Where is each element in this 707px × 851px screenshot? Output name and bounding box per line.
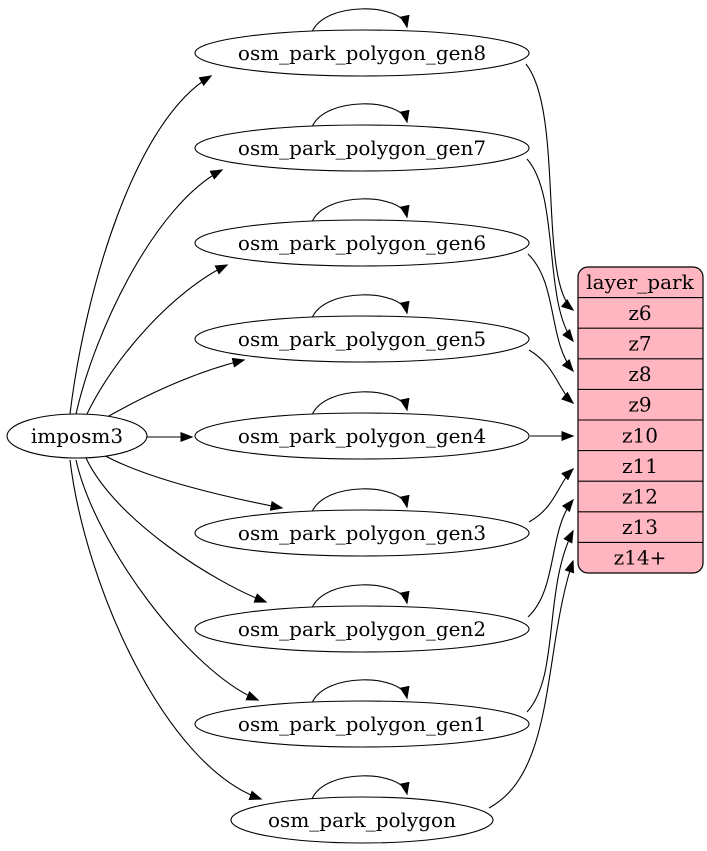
gen6-ellipse	[194, 219, 530, 267]
node-imposm3: imposm3	[6, 413, 148, 459]
polygon-label: osm_park_polygon	[268, 808, 456, 832]
gen5-label: osm_park_polygon_gen5	[238, 327, 486, 351]
self-loop-gen3	[311, 488, 410, 513]
edge-imposm3-to-gen2	[85, 457, 268, 603]
edges-to-layer	[488, 63, 575, 809]
gen4-ellipse	[194, 412, 530, 460]
edge-gen2-to-z12	[527, 498, 574, 618]
edge-imposm3-to-gen3	[99, 452, 284, 511]
imposm3-label: imposm3	[31, 424, 123, 448]
edge-imposm3-to-gen8	[69, 75, 213, 415]
gen2-ellipse	[194, 605, 530, 653]
self-loop-gen8	[311, 8, 410, 33]
self-loop-gen5	[311, 294, 410, 319]
gen1-label: osm_park_polygon_gen1	[238, 712, 486, 736]
self-loop-edges	[311, 8, 410, 800]
node-osm-park-polygon-gen3: osm_park_polygon_gen3	[194, 509, 530, 557]
edge-gen6-to-z8	[527, 253, 574, 373]
layer-row-z12: z12	[622, 485, 658, 509]
gen8-label: osm_park_polygon_gen8	[238, 41, 486, 65]
edge-gen1-to-z13	[526, 529, 574, 713]
gen4-label: osm_park_polygon_gen4	[238, 424, 486, 448]
node-osm-park-polygon-gen4: osm_park_polygon_gen4	[194, 412, 530, 460]
layer-row-z13: z13	[622, 515, 658, 539]
layer-row-z8: z8	[628, 362, 651, 386]
edge-gen8-to-z6	[525, 63, 575, 311]
self-loop-gen4	[311, 391, 410, 416]
self-loop-gen2	[311, 584, 410, 609]
gen3-label: osm_park_polygon_gen3	[238, 521, 486, 545]
self-loop-gen7	[311, 103, 410, 128]
node-osm-park-polygon-gen7: osm_park_polygon_gen7	[194, 124, 530, 172]
gen6-label: osm_park_polygon_gen6	[238, 231, 486, 255]
polygon-ellipse	[230, 796, 494, 844]
layer-row-z10: z10	[622, 423, 658, 447]
edge-imposm3-to-gen5	[99, 357, 246, 422]
layer-row-z6: z6	[628, 301, 651, 325]
node-osm-park-polygon: osm_park_polygon	[230, 796, 494, 844]
self-loop-gen1	[311, 679, 410, 704]
imposm3-ellipse	[6, 413, 148, 459]
node-osm-park-polygon-gen6: osm_park_polygon_gen6	[194, 219, 530, 267]
gen1-ellipse	[194, 700, 530, 748]
layer-park-table: layer_park z6 z7 z8 z9 z10 z11 z12 z13 z…	[577, 266, 704, 574]
node-osm-park-polygon-gen8: osm_park_polygon_gen8	[194, 29, 530, 77]
edge-imposm3-to-polygon	[69, 459, 263, 800]
gen3-ellipse	[194, 509, 530, 557]
gen7-label: osm_park_polygon_gen7	[238, 136, 486, 160]
node-osm-park-polygon-gen5: osm_park_polygon_gen5	[194, 315, 530, 363]
layer-row-z7: z7	[628, 332, 651, 356]
node-osm-park-polygon-gen1: osm_park_polygon_gen1	[194, 700, 530, 748]
edge-gen3-to-z11	[528, 467, 575, 523]
layer-park-title: layer_park	[586, 270, 694, 294]
edges-from-source	[69, 75, 284, 800]
self-loop-gen6	[311, 198, 410, 223]
edge-imposm3-to-gen6	[85, 264, 229, 417]
edge-imposm3-to-gen1	[75, 459, 260, 701]
layer-row-z11: z11	[622, 454, 658, 478]
layer-row-z14: z14+	[614, 546, 667, 570]
edge-gen7-to-z7	[526, 158, 574, 343]
self-loop-polygon	[311, 775, 410, 800]
gen2-label: osm_park_polygon_gen2	[238, 617, 486, 641]
gen8-ellipse	[194, 29, 530, 77]
gen7-ellipse	[194, 124, 530, 172]
gen5-ellipse	[194, 315, 530, 363]
edge-gen5-to-z9	[528, 349, 575, 404]
layer-row-z9: z9	[628, 393, 651, 417]
edge-imposm3-to-gen7	[75, 169, 224, 415]
edge-polygon-to-z14	[488, 559, 575, 809]
node-osm-park-polygon-gen2: osm_park_polygon_gen2	[194, 605, 530, 653]
